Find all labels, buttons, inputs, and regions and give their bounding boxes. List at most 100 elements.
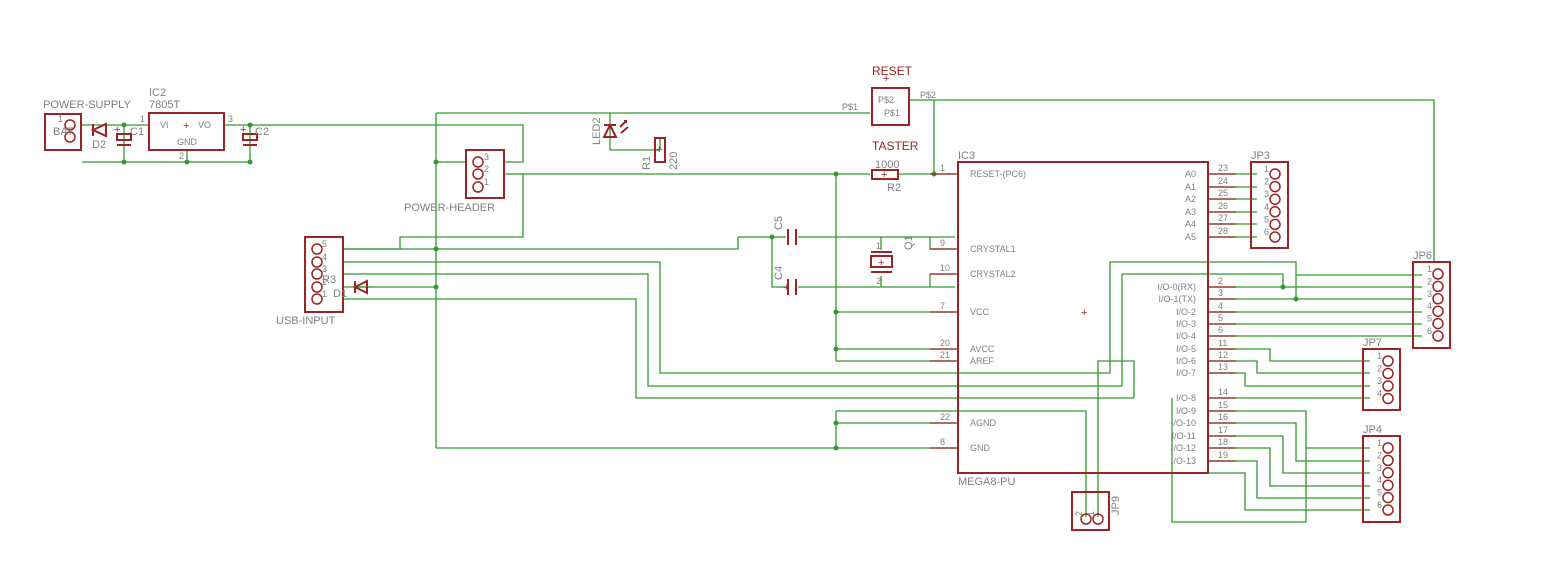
- svg-text:1: 1: [876, 241, 881, 251]
- ic2-vo-label: VO: [198, 120, 211, 130]
- header-pin-number: 6: [1377, 500, 1382, 510]
- svg-text:2: 2: [876, 276, 881, 286]
- ic3-pin-name: I/O-13: [1171, 456, 1196, 466]
- ic3-pin-name: A4: [1185, 219, 1196, 229]
- header-pin: [1432, 305, 1444, 317]
- d2-label: D2: [92, 139, 106, 151]
- header-pin: [1269, 231, 1281, 243]
- header-pin-number: 6: [1264, 227, 1269, 237]
- ic3-pin-name: I/O-4: [1176, 331, 1196, 341]
- r2-label: R2: [887, 182, 901, 194]
- ic3-pin-number: 25: [1218, 188, 1228, 198]
- header-pin: [1432, 268, 1444, 280]
- ic3-pin-number: 9: [940, 238, 945, 248]
- usb-pin3: 3: [322, 264, 327, 274]
- ic3-pin-name: I/O-2: [1176, 307, 1196, 317]
- ic3-pin-name: I/O-1(TX): [1159, 294, 1197, 304]
- capacitor-c2: + C2: [240, 124, 269, 146]
- power-supply-connector: POWER-SUPPLY 1 BAT: [43, 99, 131, 151]
- r3-label: R3: [322, 274, 336, 286]
- header-pin-number: 1: [1264, 164, 1269, 174]
- ic3-pin-number: 15: [1218, 400, 1228, 410]
- ic3-pin-name: A3: [1185, 207, 1196, 217]
- wires: [82, 99, 1435, 523]
- header-pin: [1382, 367, 1394, 380]
- header-pin-number: 4: [1427, 301, 1432, 311]
- ic3-pin-name: VCC: [970, 307, 990, 317]
- jp9-label: JP9: [1110, 496, 1122, 515]
- ic3-pin: 15I/O-9: [1176, 400, 1236, 416]
- reset-inner-p1: P$1: [884, 108, 900, 118]
- ic3-pin-number: 16: [1218, 412, 1228, 422]
- ic3-pin-name: CRYSTAL2: [970, 269, 1016, 279]
- header-pin: [1432, 330, 1444, 342]
- taster-label: TASTER: [872, 139, 919, 153]
- ic3-pin-number: 13: [1218, 362, 1228, 372]
- ic3-pin: 5I/O-3: [1176, 313, 1236, 329]
- capacitor-c1: + C1: [114, 124, 144, 146]
- regulator-ic2: IC2 7805T VI VO + GND 1 3 2: [140, 87, 233, 161]
- header-pin-number: 1: [1427, 264, 1432, 274]
- r1-label: R1: [641, 156, 653, 170]
- usb-pin4: 4: [322, 252, 327, 262]
- header-pin: [1382, 380, 1394, 392]
- ic3-pin-number: 4: [1218, 301, 1223, 311]
- ic3-pin-name: I/O-10: [1171, 418, 1196, 428]
- ic3-left-pins: 1RESET-(PC6)9CRYSTAL110CRYSTAL27VCC20AVC…: [930, 163, 1026, 453]
- ic3-pin-name: I/O-12: [1171, 443, 1196, 453]
- reset-switch: RESET P$2 P$1 P$1 P$2 +: [842, 64, 936, 126]
- capacitor-c5: C5: [773, 216, 797, 245]
- ic3-pin-name: I/O-8: [1176, 393, 1196, 403]
- header-pin-number: 2: [1377, 450, 1382, 460]
- ic3-pin-number: 10: [940, 263, 950, 273]
- ic3-pin-number: 27: [1218, 213, 1228, 223]
- diode-d2: D2: [90, 122, 107, 151]
- usb-pin5: 5: [322, 239, 327, 249]
- ic2-vi-label: VI: [160, 120, 169, 130]
- ic3-pin-name: RESET-(PC6): [970, 169, 1026, 179]
- ic3-pin-number: 6: [1218, 325, 1223, 335]
- ic3-pin: 17I/O-11: [1172, 425, 1236, 441]
- ic3-pin-number: 14: [1218, 387, 1228, 397]
- ic3-pin-number: 21: [940, 350, 950, 360]
- power-supply-label: POWER-SUPPLY: [43, 99, 131, 111]
- jp3-label: JP3: [1251, 150, 1270, 162]
- header-pin: [1269, 193, 1281, 205]
- header-pin: [1382, 454, 1394, 467]
- ic3-pin: 18I/O-12: [1171, 437, 1236, 453]
- ic3-pin-number: 5: [1218, 313, 1223, 323]
- header-pin: [1382, 491, 1394, 504]
- led-led2: LED2: [591, 117, 629, 145]
- ic3-pin-number: 26: [1218, 201, 1228, 211]
- ic3-value: MEGA8-PU: [958, 476, 1016, 488]
- svg-text:+: +: [783, 282, 789, 294]
- header-pin-number: 3: [1377, 376, 1382, 386]
- c2-label: C2: [255, 126, 269, 138]
- header-pin-number: 4: [1377, 389, 1382, 399]
- ic3-pin: 16I/O-10: [1171, 412, 1236, 428]
- header-pin-number: 5: [1377, 488, 1382, 498]
- usb-input-connector: 5 4 3 2 1 USB-INPUT R3 D1: [276, 236, 347, 327]
- ic3-pin-name: A1: [1185, 182, 1196, 192]
- header-pin: [1269, 218, 1281, 231]
- header-pin-number: 4: [1264, 202, 1269, 212]
- ic3-pin: 11I/O-5: [1176, 338, 1236, 354]
- header-pin: [1382, 442, 1394, 454]
- ic3-pin-name: A5: [1185, 232, 1196, 242]
- header-pin: [1432, 317, 1444, 330]
- header-pin-number: 3: [1427, 289, 1432, 299]
- ic3-pin-name: AREF: [970, 356, 995, 366]
- ic2-gnd-label: GND: [177, 137, 198, 147]
- r2-value: 1000: [875, 159, 899, 171]
- c4-label: C4: [773, 266, 785, 280]
- ic3-pin: 6I/O-4: [1176, 325, 1236, 341]
- svg-text:+: +: [114, 124, 120, 136]
- ic3-pin-number: 11: [1218, 338, 1227, 348]
